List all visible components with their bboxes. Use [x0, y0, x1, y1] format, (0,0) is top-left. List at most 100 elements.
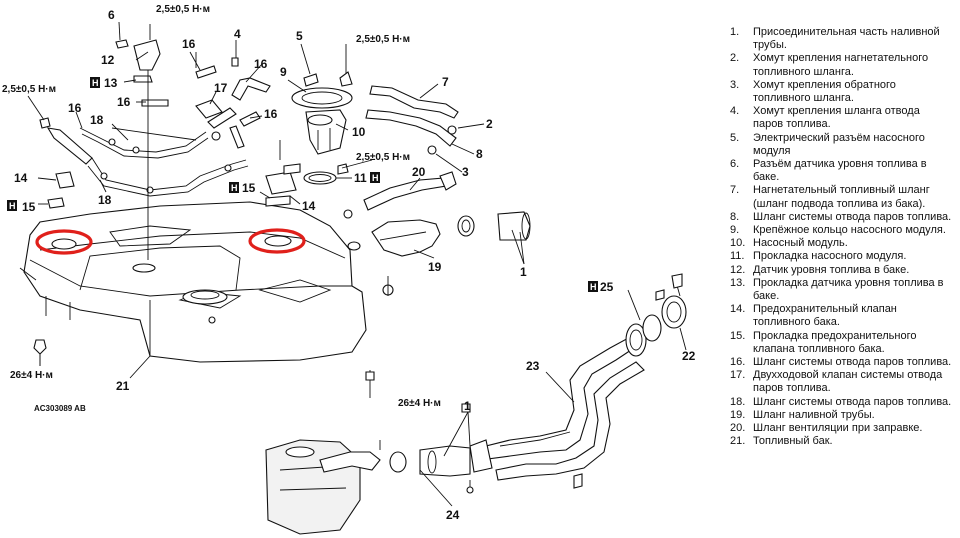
legend-item-number: 20.	[730, 422, 746, 435]
legend-item-text: Предохранительный клапан топливного бака…	[753, 303, 897, 329]
callout-17: 17	[214, 81, 228, 95]
callout-16b: 16	[117, 95, 131, 109]
callout-7: 7	[442, 75, 449, 89]
highlight-ring-right	[248, 228, 306, 254]
legend-item: 6. Разъём датчика уровня топлива в баке.	[730, 158, 952, 184]
callout-5: 5	[296, 29, 303, 43]
legend-item-number: 11.	[730, 250, 745, 263]
legend-item-text: Крепёжное кольцо насосного модуля.	[753, 224, 946, 237]
callout-2: 2	[486, 117, 493, 131]
legend-item: 15.Прокладка предохранительного клапана …	[730, 330, 952, 356]
callout-1-bottom: 1	[464, 399, 471, 413]
legend-item-number: 17.	[730, 369, 746, 382]
callout-13: 13	[104, 76, 118, 90]
h-badge	[588, 281, 598, 292]
callout-4: 4	[234, 27, 241, 41]
legend-item-text: Шланг системы отвода паров топлива.	[753, 356, 952, 369]
parts-legend: 1. Присоединительная часть наливной трубы…	[730, 26, 952, 449]
torque-spec: 2,5±0,5 Н·м	[356, 34, 410, 45]
h-badge	[90, 77, 100, 88]
fuel-tank-exploded-diagram: 6 12 16 4 5 7 2 8 3 1 13 16 17 9 10 16 1…	[2, 4, 696, 535]
legend-item: 14.Предохранительный клапан топливного б…	[730, 303, 952, 329]
vapor-hoses	[39, 39, 353, 260]
legend-item-number: 16.	[730, 356, 746, 369]
h-badge	[7, 200, 17, 211]
filler-neck	[469, 273, 687, 489]
legend-item: 2. Хомут крепления нагнетательного топлив…	[730, 52, 952, 78]
legend-item-text: Электрический разъём насосного модуля	[753, 131, 925, 157]
reference-code: AC303089 AB	[34, 404, 86, 413]
callout-15: 15	[22, 200, 36, 214]
legend-item: 18.Шланг системы отвода паров топлива.	[730, 396, 952, 409]
h-badge	[370, 172, 380, 183]
callout-18b: 18	[98, 193, 112, 207]
callout-25: 25	[600, 280, 614, 294]
torque-spec: 26±4 Н·м	[398, 398, 441, 409]
highlight-ring-left	[35, 229, 93, 255]
legend-item: 11.Прокладка насосного модуля.	[730, 250, 952, 263]
legend-item-number: 6.	[730, 158, 740, 171]
legend-item: 21.Топливный бак.	[730, 435, 952, 448]
callout-11: 11	[354, 171, 367, 185]
h-badge-letter: H	[590, 282, 597, 292]
legend-item-number: 12.	[730, 263, 746, 276]
callout-18: 18	[90, 113, 104, 127]
callout-20: 20	[412, 165, 426, 179]
callout-14b: 14	[302, 199, 316, 213]
legend-item-number: 18.	[730, 395, 746, 408]
torque-spec: 2,5±0,5 Н·м	[2, 84, 56, 95]
legend-item-number: 3.	[730, 78, 740, 91]
callout-9: 9	[280, 65, 287, 79]
legend-item-text: Хомут крепления шланга отвода паров топл…	[753, 105, 920, 131]
callout-16: 16	[182, 37, 196, 51]
h-badge-letter: H	[231, 183, 238, 193]
legend-item-text: Прокладка предохранительного клапана топ…	[753, 329, 917, 355]
legend-item-text: Хомут крепления обратного топливного шла…	[753, 78, 896, 105]
legend-item-number: 5.	[730, 131, 740, 144]
legend-item: 7.Нагнетательный топливный шланг (шланг …	[730, 184, 952, 210]
fuel-tank	[19, 201, 394, 363]
torque-spec: 2,5±0,5 Н·м	[156, 4, 210, 15]
legend-item: 13. Прокладка датчика уровня топлива в ба…	[730, 277, 952, 303]
legend-item-number: 19.	[730, 408, 746, 421]
legend-item: 9. Крепёжное кольцо насосного модуля.	[730, 224, 952, 237]
legend-item-text: Присоединительная часть наливной трубы.	[753, 26, 940, 52]
legend-item: 5. Электрический разъём насосного модуля	[730, 132, 952, 158]
legend-item-text: Насосный модуль.	[753, 237, 848, 250]
callout-24: 24	[446, 508, 460, 522]
legend-item-number: 21.	[730, 435, 746, 448]
legend-item-number: 7.	[730, 184, 740, 197]
legend-item-text: Хомут крепления нагнетательного топливно…	[753, 52, 929, 78]
h-badge-letter: H	[372, 173, 379, 183]
legend-item-text: Шланг наливной трубы.	[753, 408, 875, 421]
h-badge-letter: H	[92, 78, 99, 88]
legend-item-number: 10.	[730, 237, 746, 250]
callout-16d: 16	[264, 107, 278, 121]
pump-module	[279, 87, 353, 185]
callout-15b: 15	[242, 181, 256, 195]
callout-12: 12	[101, 53, 115, 67]
legend-item: 4.Хомут крепления шланга отвода паров то…	[730, 105, 952, 131]
legend-item-text: Прокладка датчика уровня топлива в баке.	[753, 276, 944, 303]
h-badge-letter: H	[9, 201, 16, 211]
h-badge	[229, 182, 239, 193]
callout-6: 6	[108, 8, 115, 22]
legend-item-number: 9.	[730, 224, 740, 237]
callouts: 6 12 16 4 5 7 2 8 3 1 13 16 17 9 10 16 1…	[14, 8, 696, 522]
legend-item: 3. Хомут крепления обратного топливного ш…	[730, 79, 952, 105]
legend-item: 1. Присоединительная часть наливной трубы…	[730, 26, 952, 52]
legend-item: 12.Датчик уровня топлива в баке.	[730, 264, 952, 277]
legend-item-number: 1.	[730, 26, 740, 38]
callout-19: 19	[428, 260, 442, 274]
callout-1-top: 1	[520, 265, 527, 279]
legend-item-number: 8.	[730, 210, 740, 223]
legend-item-number: 13.	[730, 276, 746, 289]
torque-spec: 2,5±0,5 Н·м	[356, 152, 410, 163]
callout-16c: 16	[254, 57, 268, 71]
inset-view	[265, 439, 474, 535]
legend-item-text: Двухходовой клапан системы отвода паров …	[753, 369, 943, 395]
legend-item-text: Разъём датчика уровня топлива в баке.	[753, 158, 927, 184]
legend-item: 10. Насосный модуль.	[730, 237, 952, 250]
legend-item-number: 2.	[730, 52, 740, 65]
callout-14: 14	[14, 171, 28, 185]
